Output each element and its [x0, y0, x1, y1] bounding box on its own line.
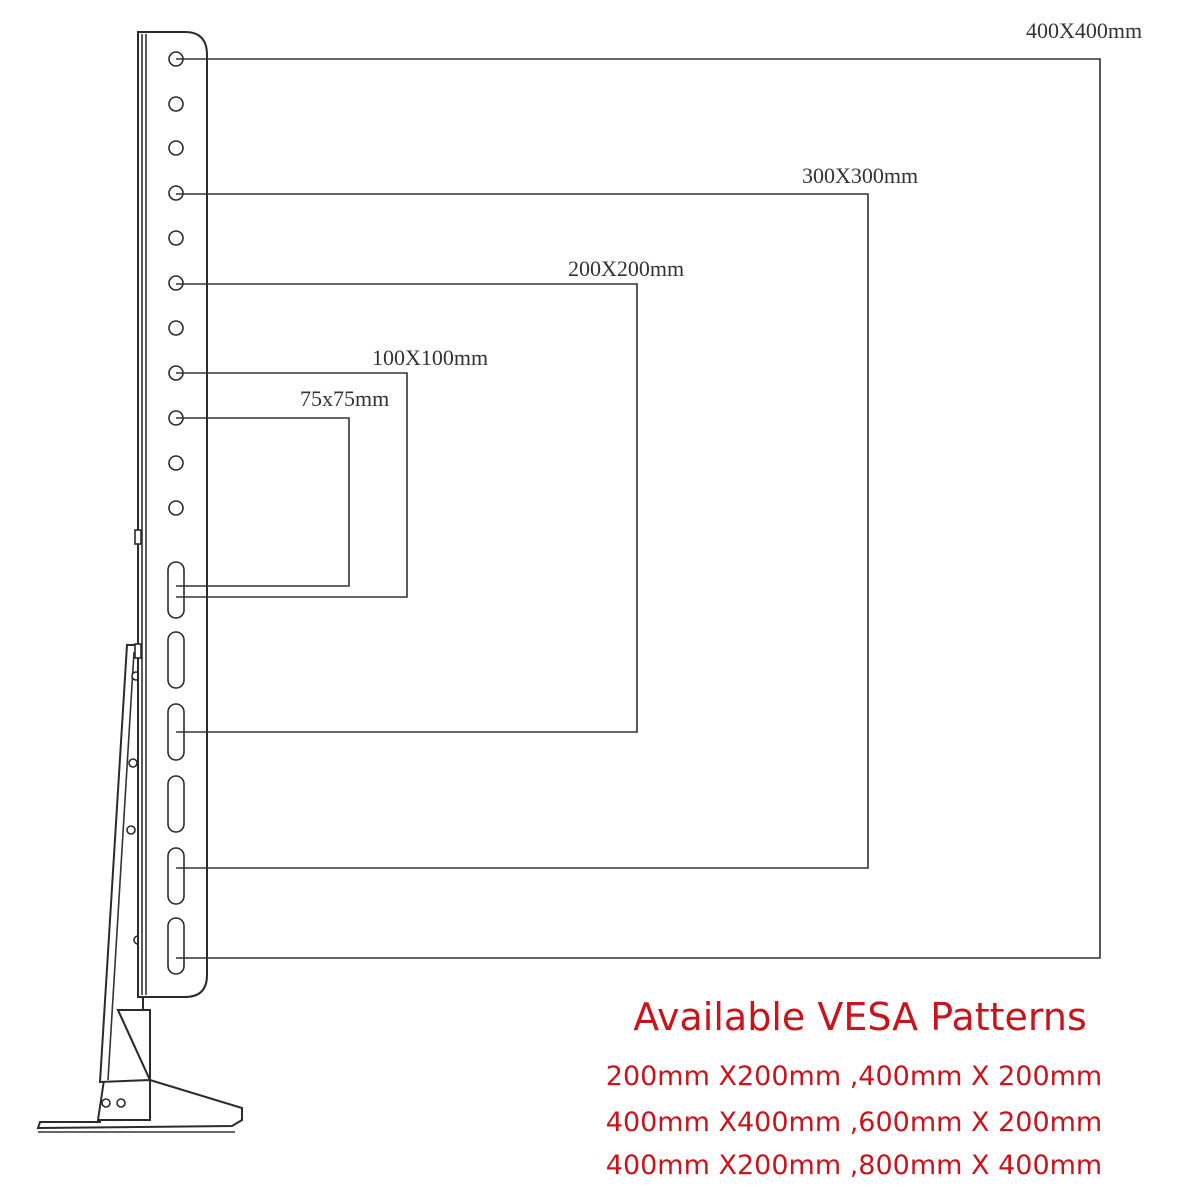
- label-100x100: 100X100mm: [372, 345, 488, 370]
- label-200x200: 200X200mm: [568, 256, 684, 281]
- vesa-line-3: 400mm X200mm ,800mm X 400mm: [606, 1150, 1102, 1181]
- pattern-300-outline: [176, 193, 869, 869]
- pattern-400-outline: [176, 58, 1101, 959]
- vesa-line-1: 200mm X200mm ,400mm X 200mm: [606, 1061, 1102, 1092]
- pattern-200-outline: [176, 283, 638, 733]
- mounting-bar: [134, 31, 208, 998]
- label-300x300: 300X300mm: [802, 163, 918, 188]
- bar-round-holes: [168, 51, 184, 516]
- pattern-100-outline: [176, 372, 408, 598]
- pattern-75-outline: [176, 417, 350, 587]
- vesa-heading: Available VESA Patterns: [633, 995, 1087, 1039]
- label-75x75: 75x75mm: [300, 386, 389, 411]
- vesa-line-2: 400mm X400mm ,600mm X 200mm: [606, 1107, 1102, 1138]
- label-400x400: 400X400mm: [1026, 18, 1142, 43]
